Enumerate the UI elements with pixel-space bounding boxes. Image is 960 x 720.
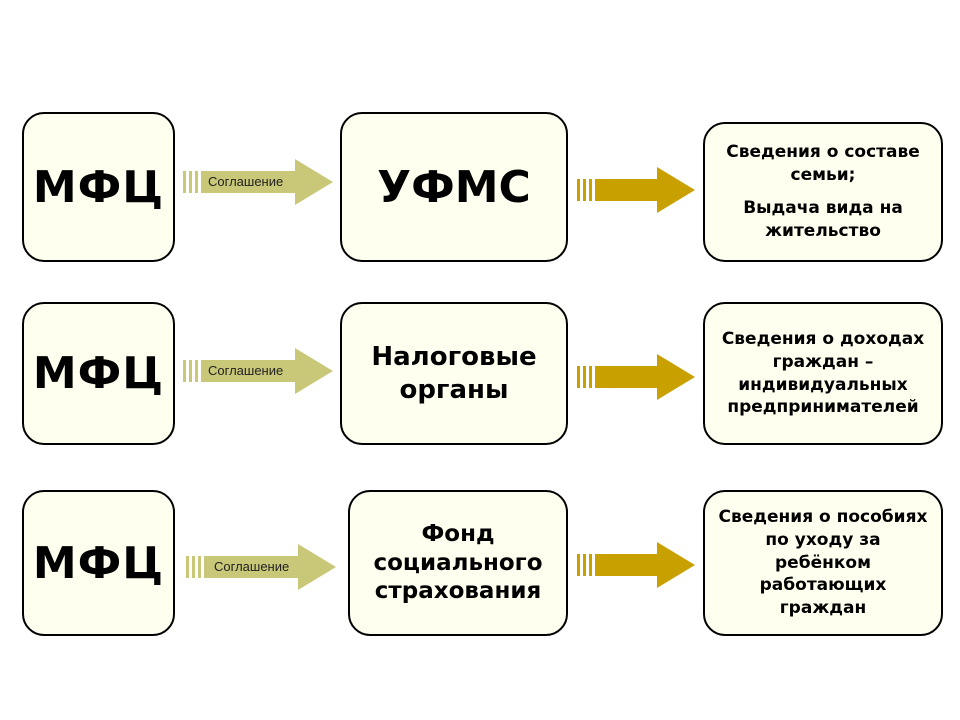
mfc-box-1: МФЦ [22, 112, 175, 262]
agreement-arrow-3 [186, 544, 336, 590]
result-arrow-3 [577, 542, 695, 588]
agency-box-tax: Налоговые органы [340, 302, 568, 445]
result-box-2: Сведения о доходах граждан – индивидуаль… [703, 302, 943, 445]
agency-label: Налоговые органы [371, 342, 537, 405]
mfc-box-2: МФЦ [22, 302, 175, 445]
agreement-arrow-2 [183, 348, 333, 394]
agreement-label-2: Соглашение [208, 363, 284, 378]
mfc-label: МФЦ [32, 161, 165, 213]
mfc-label: МФЦ [32, 537, 165, 589]
result-text: Сведения о составе семьи; [726, 142, 920, 186]
result-box-3: Сведения о пособиях по уходу за ребёнком… [703, 490, 943, 636]
agency-label: УФМС [377, 161, 531, 213]
agency-label: Фонд социального страхования [373, 520, 543, 605]
result-text: Сведения о пособиях по уходу за ребёнком… [718, 506, 928, 619]
agreement-label-3: Соглашение [214, 559, 290, 574]
result-arrow-1 [577, 167, 695, 213]
agency-box-ufms: УФМС [340, 112, 568, 262]
result-box-1: Сведения о составе семьи; Выдача вида на… [703, 122, 943, 262]
result-text: Выдача вида на жительство [743, 198, 903, 241]
agreement-arrow-1 [183, 159, 333, 205]
mfc-box-3: МФЦ [22, 490, 175, 636]
agency-box-fss: Фонд социального страхования [348, 490, 568, 636]
agreement-label-1: Соглашение [208, 174, 284, 189]
result-arrow-2 [577, 354, 695, 400]
result-text: Сведения о доходах граждан – индивидуаль… [721, 328, 925, 418]
mfc-label: МФЦ [32, 348, 165, 399]
